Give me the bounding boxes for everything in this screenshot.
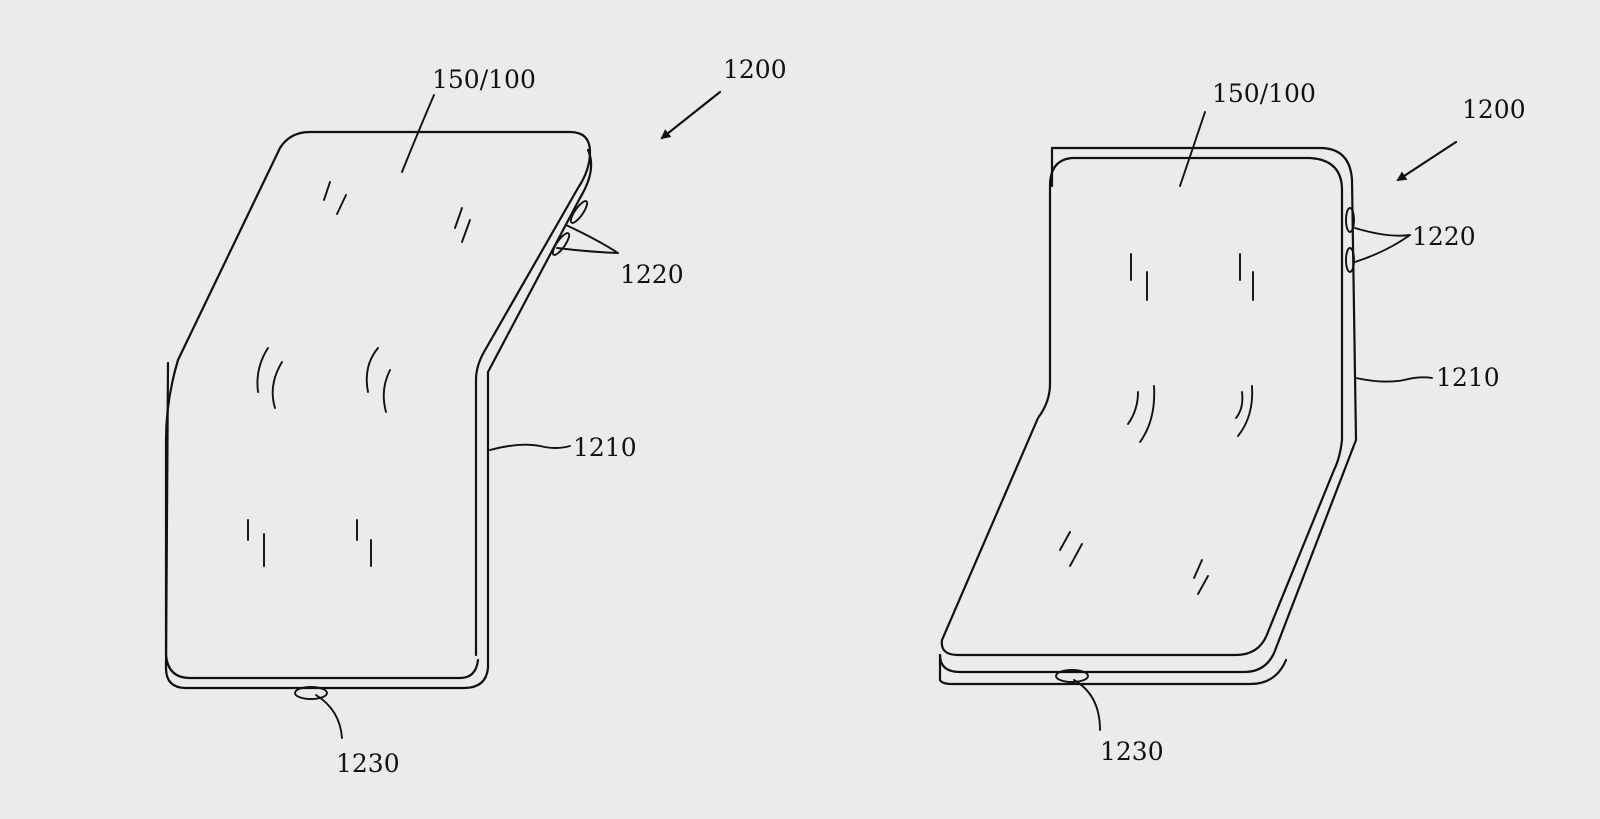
- right-reflection-marks: [1059, 253, 1254, 595]
- left-leader-housing: [489, 443, 571, 451]
- left-folded-device: 150/100 1200 1220 1210 1230: [164, 55, 787, 778]
- left-label-port: 1230: [336, 749, 400, 778]
- right-label-device: 150/100: [1212, 79, 1316, 108]
- right-housing-outline: [938, 146, 1358, 674]
- right-bezel-line: [938, 653, 1288, 686]
- left-housing-outline: [164, 148, 593, 690]
- right-leader-housing: [1355, 376, 1433, 383]
- left-label-assembly: 1200: [723, 55, 787, 84]
- left-bezel-line: [164, 653, 480, 680]
- right-button-upper: [1345, 207, 1355, 233]
- right-label-port: 1230: [1100, 737, 1164, 766]
- left-port: [294, 686, 328, 700]
- left-label-housing: 1210: [573, 433, 637, 462]
- right-leader-port: [1073, 679, 1101, 731]
- left-screen-left-edge: [164, 358, 180, 657]
- left-assembly-arrow: [660, 90, 722, 140]
- left-leader-port: [315, 694, 343, 739]
- left-button-upper: [569, 200, 589, 224]
- right-assembly-arrow: [1396, 140, 1458, 182]
- right-port: [1055, 669, 1089, 683]
- left-button-lower: [551, 232, 571, 256]
- left-leader-buttons: [556, 224, 619, 254]
- right-label-housing: 1210: [1436, 363, 1500, 392]
- left-reflection-marks: [247, 181, 471, 567]
- left-label-device: 150/100: [432, 65, 536, 94]
- right-leader-buttons: [1354, 227, 1411, 263]
- left-leader-screen: [401, 94, 435, 173]
- right-button-lower: [1345, 247, 1355, 273]
- right-label-buttons: 1220: [1412, 222, 1476, 251]
- right-leader-screen: [1179, 111, 1206, 187]
- right-screen-outline: [940, 156, 1344, 657]
- right-folded-device: 150/100 1200 1220 1210 1230: [938, 79, 1526, 766]
- left-label-buttons: 1220: [620, 260, 684, 289]
- right-label-assembly: 1200: [1462, 95, 1526, 124]
- left-screen-outline: [176, 130, 592, 657]
